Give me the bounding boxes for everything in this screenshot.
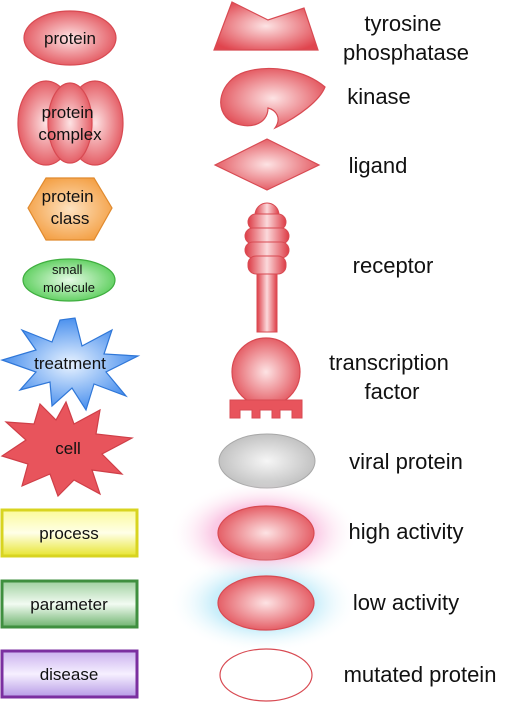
viral-protein-shape	[218, 433, 316, 489]
label-ligand: ligand	[349, 153, 408, 178]
process-shape	[0, 508, 139, 558]
label-protein-complex: protein complex	[38, 103, 102, 144]
label-receptor: receptor	[353, 253, 434, 278]
tyrosine-phosphatase-shape	[213, 1, 319, 51]
receptor-shape	[244, 202, 290, 333]
protein-class-shape	[27, 177, 113, 241]
small-molecule-shape	[22, 258, 116, 302]
label-viral-protein: viral protein	[349, 449, 463, 474]
high-activity-shape	[217, 505, 315, 561]
label-transcription-factor: transcription factor	[329, 350, 455, 404]
treatment-shape	[0, 317, 141, 412]
ligand-shape	[213, 138, 321, 191]
disease-shape	[0, 649, 139, 699]
label-mutated-protein: mutated protein	[344, 662, 497, 687]
label-disease: disease	[40, 665, 99, 684]
label-high-activity: high activity	[349, 519, 464, 544]
cell-shape	[0, 400, 134, 498]
label-treatment: treatment	[34, 354, 106, 373]
label-low-activity: low activity	[353, 590, 459, 615]
label-tyrosine-phosphatase: tyrosine phosphatase	[343, 11, 469, 65]
transcription-factor-shape	[229, 337, 303, 419]
parameter-shape	[0, 579, 139, 629]
kinase-shape	[220, 67, 326, 130]
label-kinase: kinase	[347, 84, 411, 109]
label-process: process	[39, 524, 99, 543]
mutated-protein-shape	[219, 648, 313, 702]
protein-complex-shape	[17, 80, 124, 166]
label-cell: cell	[55, 439, 81, 458]
label-protein: protein	[44, 29, 96, 48]
label-protein-class: protein class	[42, 187, 99, 228]
low-activity-shape	[217, 575, 315, 631]
protein-shape	[23, 10, 117, 66]
label-parameter: parameter	[30, 595, 108, 614]
label-small-molecule: small molecule	[43, 262, 95, 295]
